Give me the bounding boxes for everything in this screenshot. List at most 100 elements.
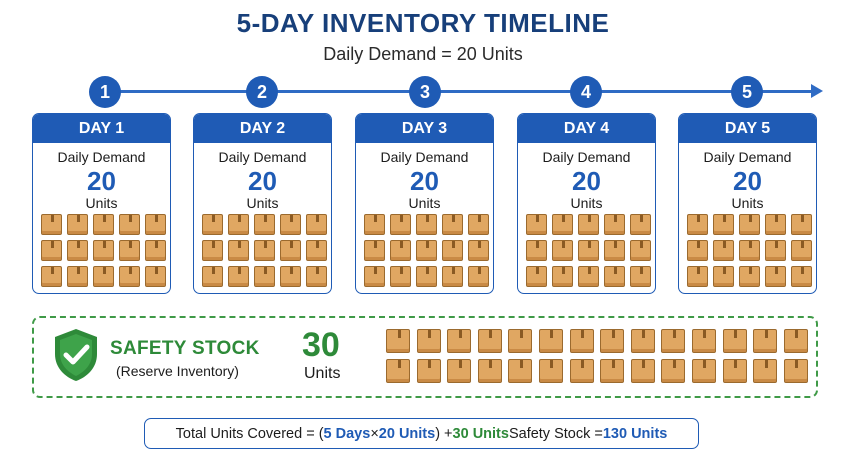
cardboard-box-icon — [364, 214, 385, 235]
safety-stock-title: SAFETY STOCK — [110, 338, 260, 359]
cardboard-box-icon — [477, 329, 502, 353]
cardboard-box-icon — [569, 359, 594, 383]
cardboard-box-icon — [447, 359, 472, 383]
day-demand-label: Daily Demand — [380, 149, 469, 165]
cardboard-box-icon — [447, 329, 472, 353]
cardboard-box-icon — [119, 214, 140, 235]
cardboard-box-icon — [67, 240, 88, 261]
cardboard-box-icon — [508, 359, 533, 383]
cardboard-box-icon — [386, 359, 410, 383]
cardboard-box-icon — [791, 240, 812, 261]
day-card-2: DAY 2 Daily Demand 20 Units — [193, 113, 332, 294]
cardboard-box-icon — [386, 329, 410, 353]
safety-stock-subtitle: (Reserve Inventory) — [116, 363, 239, 379]
shield-check-icon — [55, 329, 97, 381]
day-box-grid — [364, 214, 489, 287]
day-demand-value: 20 — [248, 166, 277, 196]
cardboard-box-icon — [783, 329, 808, 353]
cardboard-box-icon — [390, 240, 411, 261]
page-subtitle: Daily Demand = 20 Units — [323, 44, 523, 64]
cardboard-box-icon — [687, 240, 708, 261]
cardboard-box-icon — [765, 266, 786, 287]
day-demand-unit: Units — [408, 195, 441, 211]
summary-times: × — [370, 425, 379, 442]
cardboard-box-icon — [713, 266, 734, 287]
cardboard-box-icon — [630, 214, 651, 235]
cardboard-box-icon — [41, 240, 62, 261]
summary-total: 130 Units — [602, 425, 668, 442]
cardboard-box-icon — [228, 240, 249, 261]
cardboard-box-icon — [538, 329, 563, 353]
day-header: DAY 2 — [194, 114, 331, 143]
cardboard-box-icon — [228, 266, 249, 287]
cardboard-box-icon — [578, 240, 599, 261]
cardboard-box-icon — [753, 359, 778, 383]
cardboard-box-icon — [364, 266, 385, 287]
cardboard-box-icon — [687, 266, 708, 287]
timeline-arrow-icon — [811, 84, 823, 98]
day-demand-value: 20 — [572, 166, 601, 196]
cardboard-box-icon — [604, 240, 625, 261]
day-demand-unit: Units — [85, 195, 118, 211]
cardboard-box-icon — [765, 240, 786, 261]
cardboard-box-icon — [722, 329, 747, 353]
day-box-grid — [202, 214, 327, 287]
summary-formula: Total Units Covered = ( 5 Days × 20 Unit… — [144, 418, 699, 449]
cardboard-box-icon — [691, 359, 716, 383]
cardboard-box-icon — [41, 266, 62, 287]
summary-safety: 30 Units — [452, 425, 509, 442]
cardboard-box-icon — [67, 266, 88, 287]
summary-safety-label: Safety Stock = — [508, 425, 603, 442]
day-header: DAY 3 — [356, 114, 493, 143]
cardboard-box-icon — [468, 214, 489, 235]
cardboard-box-icon — [569, 329, 594, 353]
cardboard-box-icon — [739, 240, 760, 261]
cardboard-box-icon — [306, 266, 327, 287]
day-demand-label: Daily Demand — [218, 149, 307, 165]
timeline-step-4: 4 — [570, 76, 602, 108]
cardboard-box-icon — [783, 359, 808, 383]
day-card-3: DAY 3 Daily Demand 20 Units — [355, 113, 494, 294]
cardboard-box-icon — [416, 266, 437, 287]
cardboard-box-icon — [280, 266, 301, 287]
cardboard-box-icon — [739, 214, 760, 235]
cardboard-box-icon — [600, 359, 625, 383]
day-header: DAY 1 — [33, 114, 170, 143]
cardboard-box-icon — [93, 266, 114, 287]
cardboard-box-icon — [552, 240, 573, 261]
day-demand-value: 20 — [87, 166, 116, 196]
cardboard-box-icon — [713, 240, 734, 261]
cardboard-box-icon — [41, 214, 62, 235]
cardboard-box-icon — [254, 266, 275, 287]
cardboard-box-icon — [691, 329, 716, 353]
cardboard-box-icon — [526, 214, 547, 235]
cardboard-box-icon — [442, 214, 463, 235]
timeline-step-1: 1 — [89, 76, 121, 108]
cardboard-box-icon — [630, 359, 655, 383]
cardboard-box-icon — [661, 329, 686, 353]
safety-stock-unit: Units — [304, 365, 341, 382]
cardboard-box-icon — [202, 266, 223, 287]
cardboard-box-icon — [442, 266, 463, 287]
safety-stock-value: 30 — [302, 326, 340, 364]
day-box-grid — [526, 214, 651, 287]
day-box-grid — [687, 214, 812, 287]
cardboard-box-icon — [722, 359, 747, 383]
cardboard-box-icon — [604, 266, 625, 287]
cardboard-box-icon — [93, 240, 114, 261]
cardboard-box-icon — [416, 329, 441, 353]
cardboard-box-icon — [791, 214, 812, 235]
cardboard-box-icon — [416, 359, 441, 383]
cardboard-box-icon — [145, 240, 166, 261]
cardboard-box-icon — [202, 240, 223, 261]
cardboard-box-icon — [202, 214, 223, 235]
cardboard-box-icon — [552, 214, 573, 235]
cardboard-box-icon — [93, 214, 114, 235]
day-demand-unit: Units — [246, 195, 279, 211]
cardboard-box-icon — [791, 266, 812, 287]
timeline-step-5: 5 — [731, 76, 763, 108]
summary-close-plus: ) + — [435, 425, 453, 442]
cardboard-box-icon — [306, 214, 327, 235]
cardboard-box-icon — [630, 266, 651, 287]
day-demand-value: 20 — [410, 166, 439, 196]
